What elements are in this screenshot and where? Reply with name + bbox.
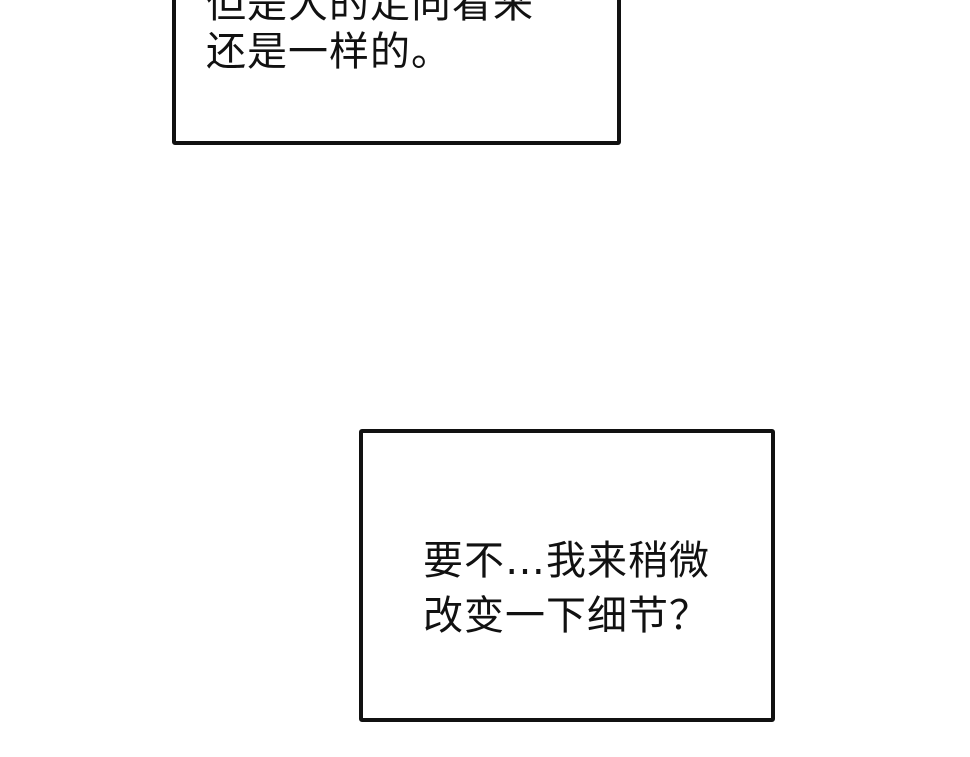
speech-box-top: 但是大的走向看来 还是一样的。 <box>172 0 621 145</box>
caption-line: 要不…我来稍微 <box>423 538 710 584</box>
caption-line: 改变一下细节？ <box>423 593 710 639</box>
caption-line: 还是一样的。 <box>206 29 452 75</box>
speech-box-bottom: 要不…我来稍微 改变一下细节？ <box>359 429 775 722</box>
caption-line: 但是大的走向看来 <box>206 0 534 27</box>
